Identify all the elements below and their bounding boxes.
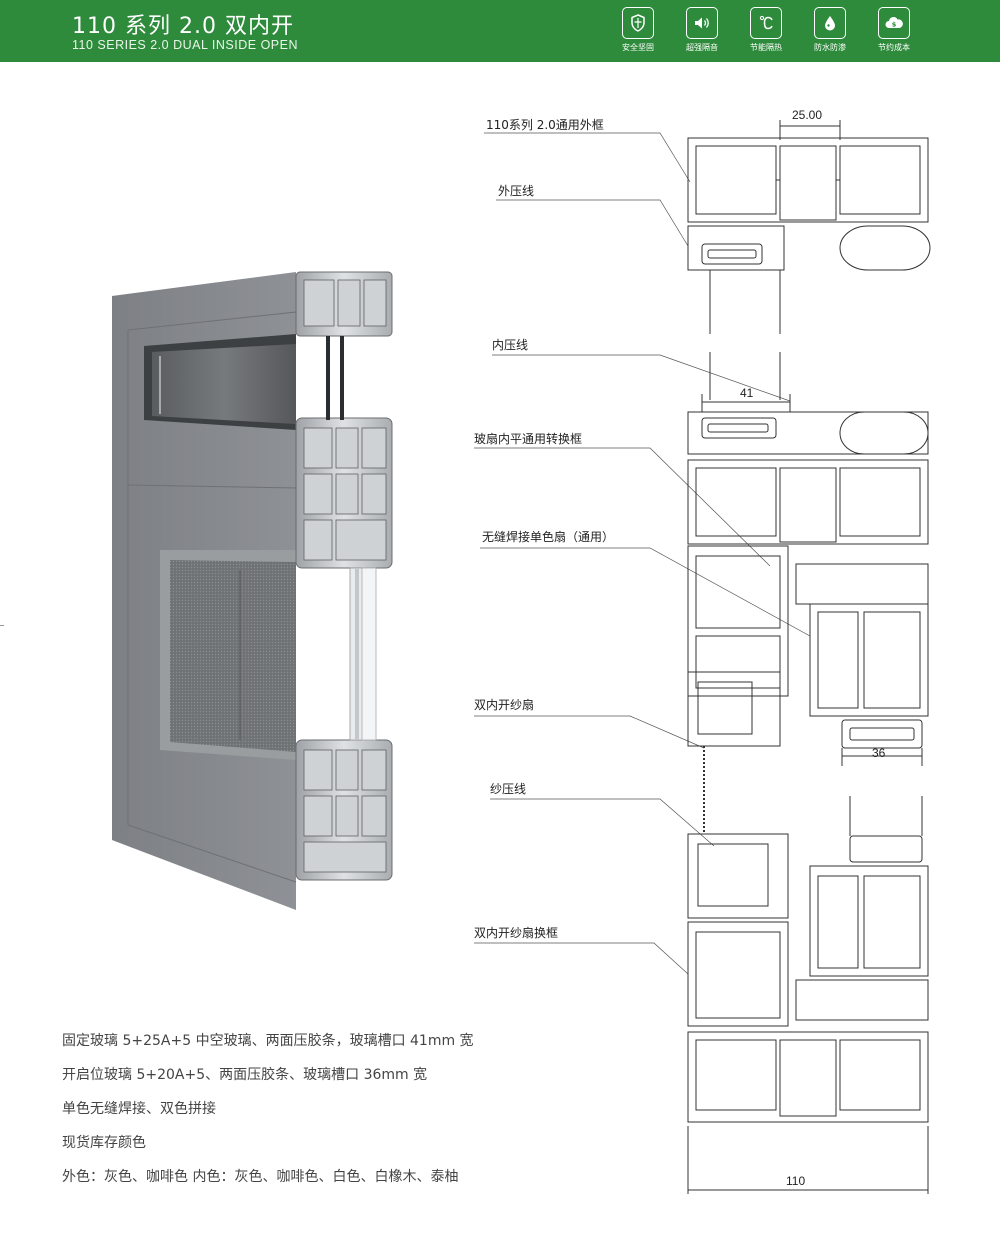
dimension-top-width: 25.00 xyxy=(792,108,823,122)
shield-icon xyxy=(622,7,654,39)
callout-outer-bead: 外压线 xyxy=(498,184,535,198)
spec-opening-glass: 开启位玻璃 5+20A+5、两面压胶条、玻璃槽口 36mm 宽 xyxy=(62,1067,428,1083)
cross-section-drawing: 110系列 2.0通用外框 外压线 内压线 玻扇内平通用转换框 无缝焊接单色扇（… xyxy=(470,96,970,1206)
dimension-glass-slot-fixed: 41 xyxy=(740,386,754,400)
callout-screen-sash: 双内开纱扇 xyxy=(474,698,535,712)
callout-inner-bead: 内压线 xyxy=(492,338,529,352)
svg-text:$: $ xyxy=(892,21,897,29)
spec-list: 固定玻璃 5+25A+5 中空玻璃、两面压胶条，玻璃槽口 41mm 宽 开启位玻… xyxy=(62,1030,582,1200)
feature-cost-saving: $ 节约成本 xyxy=(876,7,912,53)
page-title: 110 系列 2.0 双内开 xyxy=(72,14,294,39)
feature-security: 安全坚固 xyxy=(620,7,656,53)
feature-waterproof: 防水防渗 xyxy=(812,7,848,53)
edge-mark xyxy=(0,625,4,626)
feature-soundproof: 超强隔音 xyxy=(684,7,720,53)
spec-fixed-glass: 固定玻璃 5+25A+5 中空玻璃、两面压胶条，玻璃槽口 41mm 宽 xyxy=(62,1033,474,1049)
callout-outer-frame: 110系列 2.0通用外框 xyxy=(486,118,604,132)
callout-screen-bead: 纱压线 xyxy=(490,782,527,796)
money-cloud-icon: $ xyxy=(878,7,910,39)
feature-label: 安全坚固 xyxy=(622,43,654,52)
callout-screen-frame: 双内开纱扇换框 xyxy=(474,926,559,940)
dimension-overall-width: 110 xyxy=(786,1174,806,1188)
callout-transfer-frame: 玻扇内平通用转换框 xyxy=(474,432,583,446)
callout-seamless-sash: 无缝焊接单色扇（通用） xyxy=(482,530,615,544)
feature-label: 超强隔音 xyxy=(686,43,718,52)
feature-label: 节能隔热 xyxy=(750,43,782,52)
product-render xyxy=(100,260,400,920)
speaker-icon xyxy=(686,7,718,39)
feature-label: 防水防渗 xyxy=(814,43,846,52)
dimension-glass-slot-sash: 36 xyxy=(872,746,886,760)
thermometer-icon xyxy=(750,7,782,39)
spec-welding: 单色无缝焊接、双色拼接 xyxy=(62,1101,216,1117)
spec-color-options: 外色：灰色、咖啡色 内色：灰色、咖啡色、白色、白橡木、泰柚 xyxy=(62,1169,459,1185)
page-subtitle: 110 SERIES 2.0 DUAL INSIDE OPEN xyxy=(72,38,298,52)
spec-stock-colors: 现货库存颜色 xyxy=(62,1135,146,1151)
feature-insulation: 节能隔热 xyxy=(748,7,784,53)
feature-icons: 安全坚固 超强隔音 节能隔热 防水防渗 $ 节约成本 xyxy=(620,7,912,53)
feature-label: 节约成本 xyxy=(878,43,910,52)
header-bar: 110 系列 2.0 双内开 110 SERIES 2.0 DUAL INSID… xyxy=(0,0,1000,62)
water-drop-icon xyxy=(814,7,846,39)
